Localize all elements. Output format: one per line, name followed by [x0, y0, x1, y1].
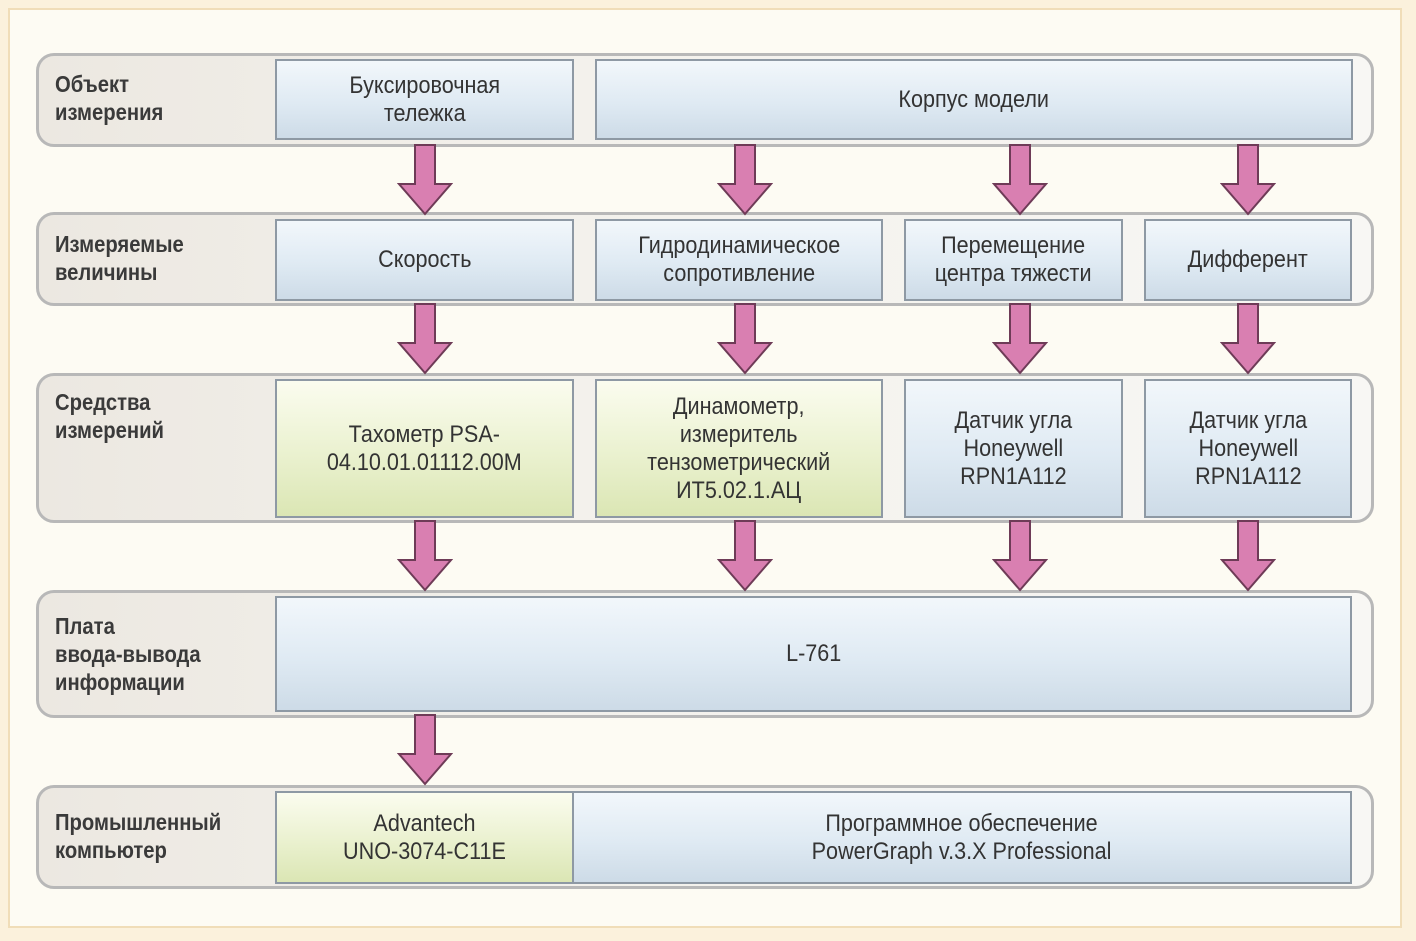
- box-text: Advantech UNO-3074-C11E: [343, 809, 506, 865]
- arrow-down-icon: [397, 520, 453, 592]
- box-text: Датчик угла Honeywell RPN1A112: [1189, 406, 1307, 490]
- box-text: Гидродинамическое сопротивление: [637, 232, 841, 287]
- arrow-down-icon: [1220, 520, 1276, 592]
- box-tachometer: Тахометр PSA- 04.10.01.01112.00M: [275, 379, 574, 518]
- arrow-down-icon: [1220, 303, 1276, 375]
- arrow-down-icon: [992, 520, 1048, 592]
- arrow-down-icon: [397, 303, 453, 375]
- box-hydrodynamic-resistance: Гидродинамическое сопротивление: [595, 219, 883, 301]
- row-label-text: Промышленный компьютер: [55, 809, 222, 863]
- box-angle-sensor-2: Датчик угла Honeywell RPN1A112: [1144, 379, 1352, 518]
- box-software-powergraph: Программное обеспечение PowerGraph v.3.X…: [572, 791, 1352, 884]
- arrow-down-icon: [992, 144, 1048, 216]
- row-label: Измеряемые величины: [55, 230, 184, 286]
- box-l761: L-761: [275, 596, 1352, 712]
- box-text: Тахометр PSA- 04.10.01.01112.00M: [327, 420, 522, 476]
- box-towing-carriage: Буксировочная тележка: [275, 59, 574, 140]
- box-text: Скорость: [377, 246, 472, 273]
- box-speed: Скорость: [275, 219, 574, 301]
- box-text: Программное обеспечение PowerGraph v.3.X…: [812, 809, 1112, 865]
- arrow-down-icon: [397, 144, 453, 216]
- arrow-down-icon: [717, 303, 773, 375]
- arrow-down-icon: [397, 714, 453, 786]
- box-angle-sensor-1: Датчик угла Honeywell RPN1A112: [904, 379, 1123, 518]
- box-text: Дифферент: [1187, 246, 1309, 273]
- arrow-down-icon: [1220, 144, 1276, 216]
- box-text: L-761: [785, 640, 842, 667]
- arrow-down-icon: [992, 303, 1048, 375]
- row-label: Объект измерения: [55, 70, 163, 126]
- box-text: Перемещение центра тяжести: [935, 232, 1092, 287]
- box-text: Буксировочная тележка: [349, 71, 500, 127]
- box-advantech: Advantech UNO-3074-C11E: [275, 791, 574, 884]
- row-label: Промышленный компьютер: [55, 808, 221, 864]
- arrow-down-icon: [717, 520, 773, 592]
- box-text: Динамометр, измеритель тензометрический …: [647, 392, 831, 504]
- row-label-text: Объект измерения: [55, 71, 164, 125]
- box-model-hull: Корпус модели: [595, 59, 1353, 140]
- row-label-text: Измеряемые величины: [55, 231, 184, 285]
- arrow-down-icon: [717, 144, 773, 216]
- row-label: Средства измерений: [55, 388, 164, 444]
- row-label: Плата ввода-вывода информации: [55, 612, 201, 696]
- row-label-text: Плата ввода-вывода информации: [55, 613, 201, 695]
- box-center-of-gravity-shift: Перемещение центра тяжести: [904, 219, 1123, 301]
- box-text: Датчик угла Honeywell RPN1A112: [954, 406, 1073, 490]
- box-dynamometer: Динамометр, измеритель тензометрический …: [595, 379, 883, 518]
- row-label-text: Средства измерений: [55, 389, 164, 443]
- box-trim: Дифферент: [1144, 219, 1352, 301]
- box-text: Корпус модели: [898, 85, 1050, 113]
